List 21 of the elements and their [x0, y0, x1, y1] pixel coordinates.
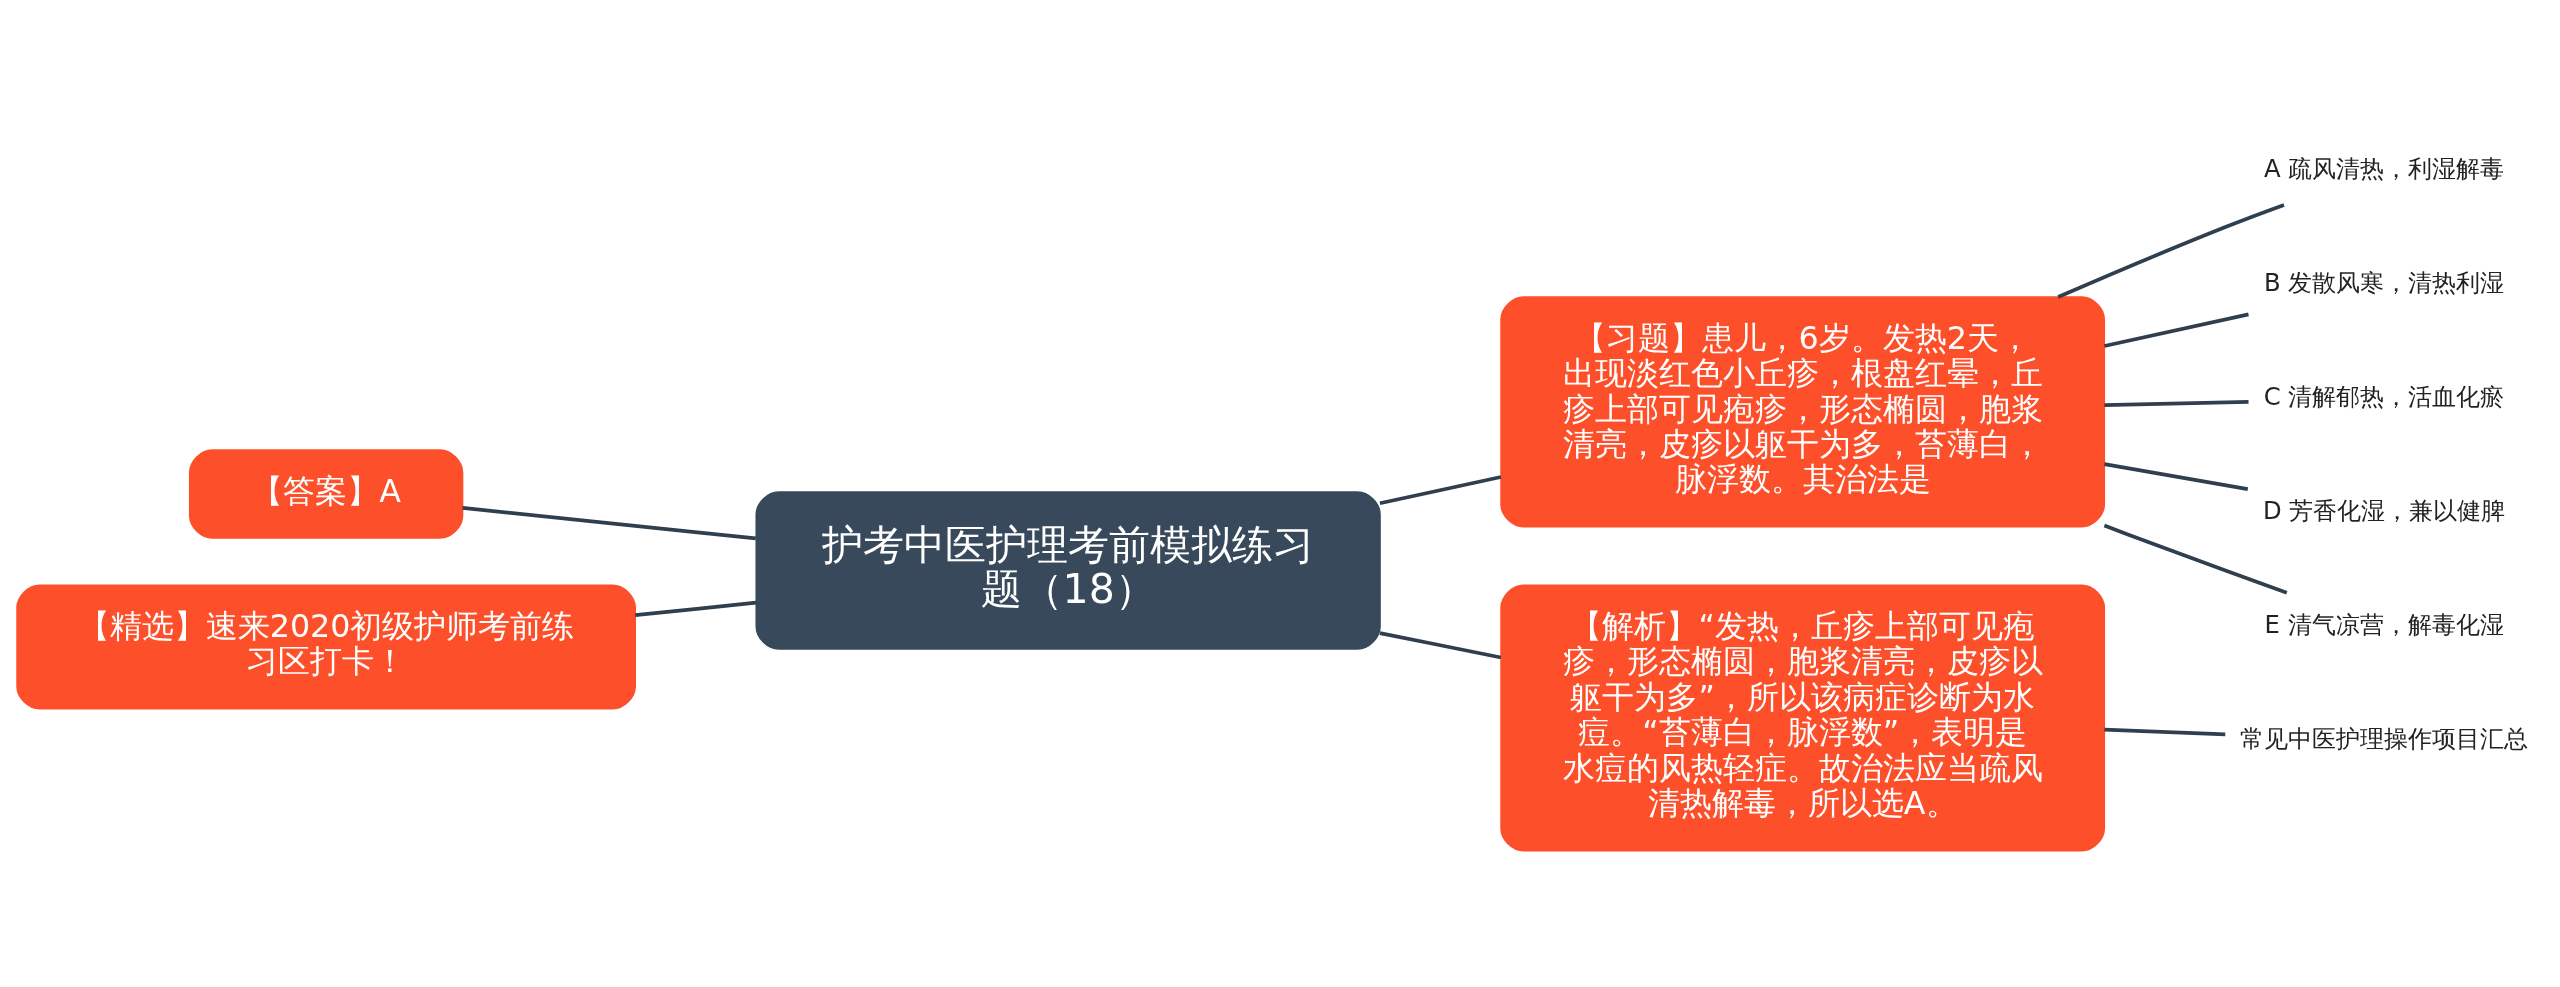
node-box: 护考中医护理考前模拟练习题（18）: [755, 490, 1381, 650]
node-box: 【解析】“发热，丘疹上部可见疱疹，形态椭圆，胞浆清亮，皮疹以躯干为多”，所以该病症诊断为水痘。“苔薄白，脉浮数”，表明是水痘的风热轻症。故治法应当疏风清热解毒，所以选A。: [1500, 584, 2106, 851]
connector: [2057, 202, 2285, 299]
node-text: E 清气凉营，解毒化湿: [2264, 609, 2504, 639]
node-text: B 发散风寒，清热利湿: [2263, 267, 2505, 297]
connector: [1379, 474, 1502, 505]
connector: [635, 600, 757, 617]
connector: [2104, 312, 2249, 348]
node-text: A 疏风清热，利湿解毒: [2263, 153, 2505, 183]
node-text: 常见中医护理操作项目汇总: [2240, 723, 2529, 753]
node-box: 【精选】速来2020初级护师考前练习区打卡！: [16, 584, 636, 710]
node-box: 【习题】患儿，6岁。发热2天，出现淡红色小丘疹，根盘红晕，丘疹上部可见疱疹，形态椭圆，胞浆清亮，皮疹以躯干为多，苔薄白，脉浮数。其治法是: [1500, 295, 2106, 528]
node-text: C 清解郁热，活血化瘀: [2263, 381, 2505, 411]
connector: [2103, 523, 2288, 594]
connector: [1379, 630, 1502, 659]
node-text: D 芳香化湿，兼以健脾: [2262, 495, 2506, 525]
node-box: 【答案】A: [188, 448, 464, 539]
connector: [462, 505, 756, 540]
connector: [2104, 727, 2226, 736]
connector: [2104, 399, 2249, 407]
connector: [2104, 461, 2249, 491]
